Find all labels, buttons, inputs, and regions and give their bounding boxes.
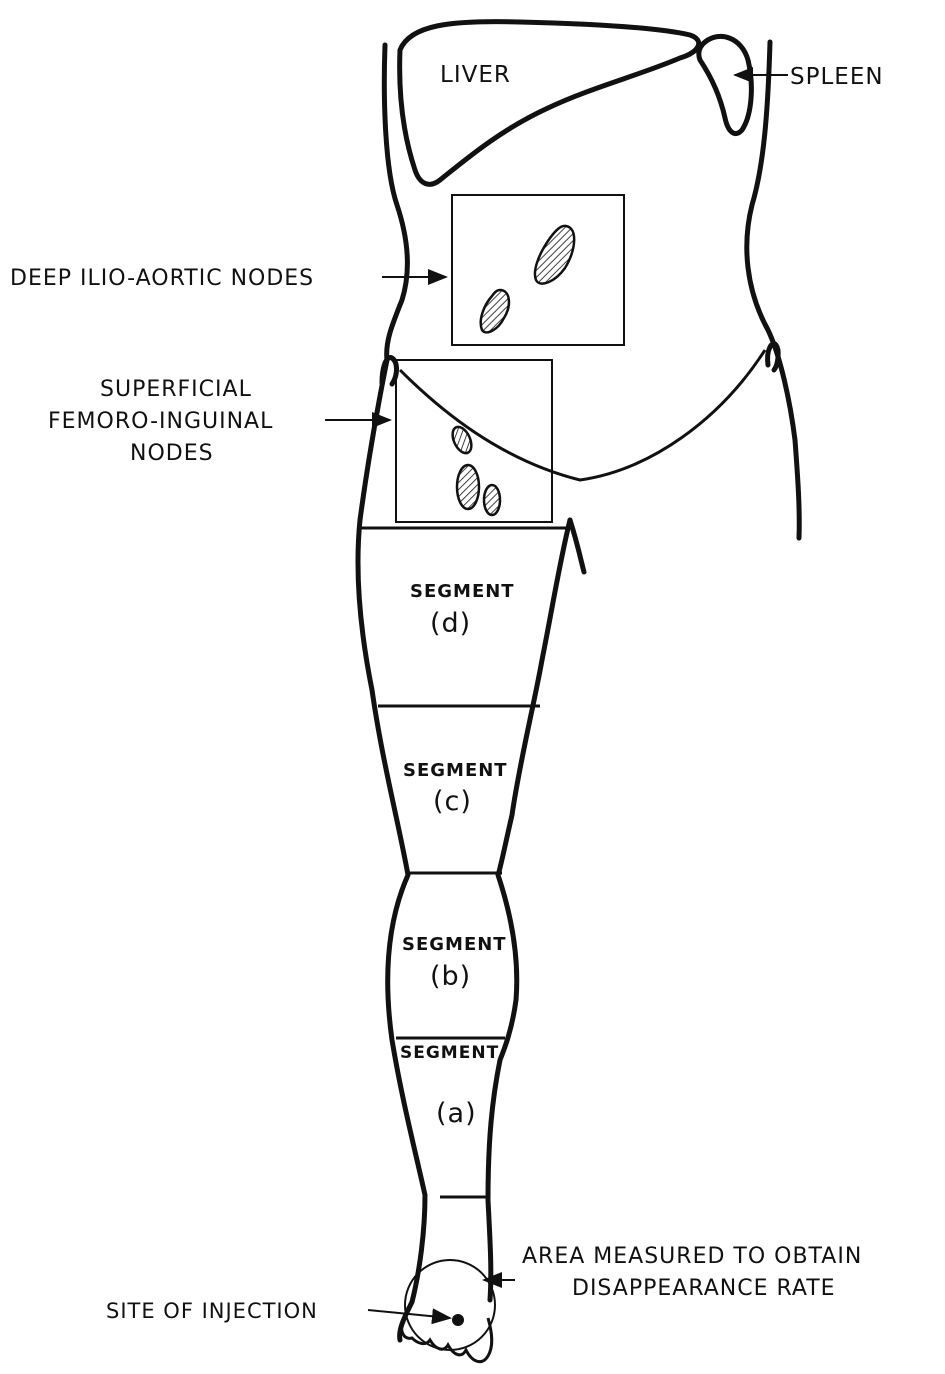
segment-b-letter: (b) bbox=[430, 961, 471, 992]
superficial-label-line3: NODES bbox=[130, 441, 214, 466]
measured-area-circle bbox=[405, 1260, 495, 1350]
segment-d-letter: (d) bbox=[430, 608, 471, 639]
spleen-outline bbox=[699, 36, 752, 133]
superficial-label-line2: FEMORO-INGUINAL bbox=[48, 409, 273, 434]
inner-leg-outline bbox=[570, 520, 584, 572]
segment-a-word: SEGMENT bbox=[400, 1043, 499, 1063]
left-hip-notch bbox=[382, 358, 397, 384]
liver-label: LIVER bbox=[440, 62, 511, 88]
superficial-node-3 bbox=[484, 485, 500, 515]
superficial-label-line1: SUPERFICIAL bbox=[100, 377, 252, 402]
deep-nodes-label: DEEP ILIO-AORTIC NODES bbox=[10, 266, 314, 291]
deep-node-lower bbox=[481, 290, 509, 332]
deep-node-upper bbox=[535, 226, 574, 284]
area-measured-line2: DISAPPEARANCE RATE bbox=[572, 1276, 836, 1301]
superficial-node-2 bbox=[457, 465, 479, 509]
body-right-outline bbox=[747, 42, 799, 538]
inner-thigh-outline bbox=[488, 520, 570, 1300]
segment-a-letter: (a) bbox=[436, 1098, 477, 1129]
segment-b-word: SEGMENT bbox=[402, 934, 507, 955]
body-left-outline bbox=[358, 45, 425, 1340]
injection-site-dot bbox=[452, 1314, 464, 1326]
segment-c-letter: (c) bbox=[433, 786, 472, 817]
injection-site-label: SITE OF INJECTION bbox=[106, 1299, 318, 1323]
segment-d-word: SEGMENT bbox=[410, 581, 515, 602]
inguinal-ligament-curve bbox=[400, 350, 765, 480]
area-measured-line1: AREA MEASURED TO OBTAIN bbox=[522, 1244, 862, 1269]
segment-c-word: SEGMENT bbox=[403, 760, 508, 781]
spleen-label: SPLEEN bbox=[790, 64, 884, 90]
liver-outline bbox=[400, 22, 699, 185]
